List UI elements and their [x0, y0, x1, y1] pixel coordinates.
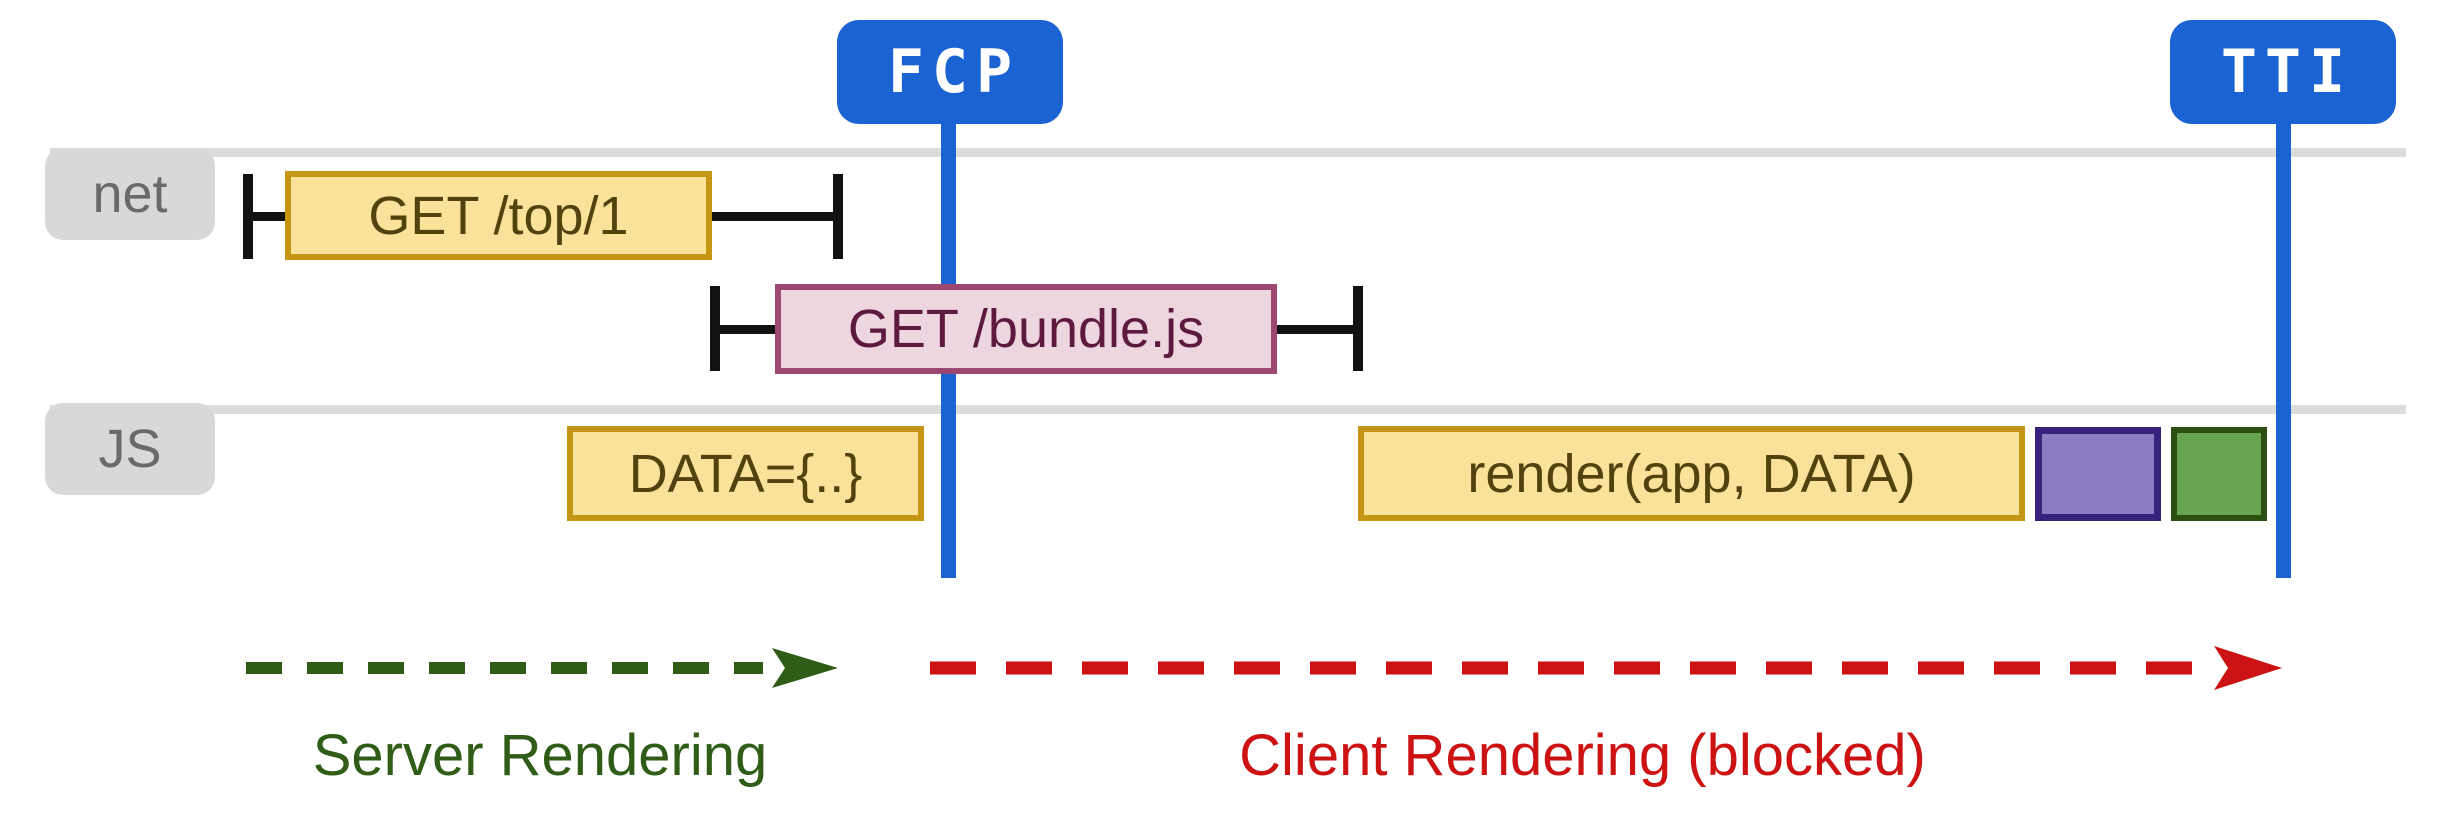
- js-task-render-label: render(app, DATA): [1467, 443, 1916, 504]
- request2-right-connector: [1277, 325, 1353, 334]
- request2-label: GET /bundle.js: [847, 299, 1205, 359]
- request1-right-connector: [712, 212, 833, 221]
- js-track-line: [50, 405, 2406, 414]
- server-rendering-arrow: [246, 648, 838, 688]
- js-task-data-bar: DATA={..}: [567, 426, 924, 521]
- request1-left-connector: [253, 212, 285, 221]
- request2-bar: GET /bundle.js: [775, 284, 1277, 374]
- net-track-line: [50, 148, 2406, 157]
- request1-label: GET /top/1: [368, 185, 629, 246]
- js-task-purple-bar: [2035, 427, 2161, 521]
- request2-left-connector: [720, 325, 775, 334]
- js-task-data-label: DATA={..}: [628, 443, 863, 504]
- server-rendering-label: Server Rendering: [312, 723, 768, 788]
- tti-badge: TTI: [2170, 20, 2396, 124]
- js-task-render-bar: render(app, DATA): [1358, 426, 2025, 521]
- net-row-label-text: net: [92, 164, 168, 224]
- tti-badge-text: TTI: [2220, 37, 2354, 107]
- request2-end-tick: [1353, 286, 1363, 371]
- js-task-green-bar: [2171, 427, 2267, 521]
- request2-start-tick: [710, 286, 720, 371]
- tti-marker-line: [2276, 114, 2291, 578]
- js-row-label-text: JS: [98, 419, 162, 479]
- client-rendering-label: Client Rendering (blocked): [1239, 723, 1926, 788]
- client-rendering-arrow: [930, 646, 2282, 690]
- net-row-label: net: [45, 148, 215, 240]
- request1-start-tick: [243, 174, 253, 259]
- fcp-badge-text: FCP: [887, 37, 1021, 107]
- request1-bar: GET /top/1: [285, 171, 712, 260]
- js-row-label: JS: [45, 403, 215, 495]
- request1-end-tick: [833, 174, 843, 259]
- fcp-badge: FCP: [837, 20, 1063, 124]
